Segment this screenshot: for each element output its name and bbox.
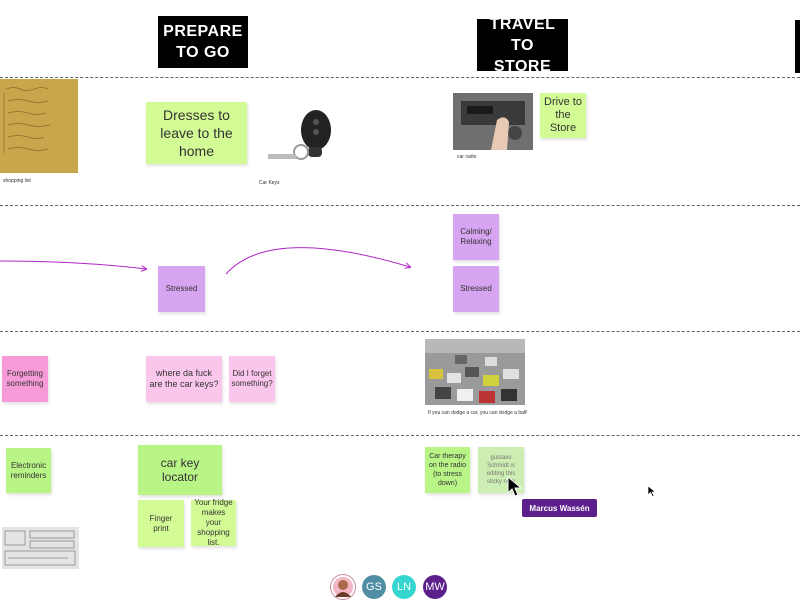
row-divider	[0, 331, 800, 332]
emotion-curve[interactable]	[0, 225, 420, 285]
handwriting-sketch	[3, 87, 51, 153]
car-radio-image[interactable]	[453, 93, 533, 150]
caption-traffic: If you can dodge a car, you can dodge a …	[428, 410, 528, 416]
sticky-forgetting[interactable]: Forgetting something	[2, 356, 48, 402]
collaborator-cursor-label: Marcus Wassén	[522, 499, 597, 517]
sticky-car-therapy[interactable]: Car therapy on the radio (to stress down…	[425, 447, 470, 493]
sticky-electronic-reminders[interactable]: Electronic reminders	[6, 448, 51, 493]
sticky-where-keys[interactable]: where da fuck are the car keys?	[146, 356, 222, 402]
car-keys-image[interactable]	[263, 105, 338, 175]
row-divider	[0, 435, 800, 436]
avatar-gs[interactable]: GS	[362, 575, 386, 599]
avatar-user-photo[interactable]	[331, 575, 355, 599]
header-next-column[interactable]	[795, 20, 800, 73]
caption-car-keys: Car Keys	[259, 180, 280, 186]
header-prepare-to-go[interactable]: PREPARE TO GO	[158, 16, 248, 68]
sticky-fridge[interactable]: Your fridge makes your shopping list.	[191, 498, 236, 547]
sticky-dresses[interactable]: Dresses to leave to the home	[146, 102, 247, 164]
traffic-image[interactable]	[425, 339, 525, 405]
row-divider	[0, 77, 800, 78]
caption-car-radio: car radio	[457, 154, 477, 160]
sticky-stressed-1[interactable]: Stressed	[158, 266, 205, 312]
sticky-did-i-forget[interactable]: Did I forget something?	[229, 356, 275, 402]
traffic-photo	[425, 339, 525, 405]
user-portrait-icon	[335, 580, 351, 597]
caption-shopping-list: shopping list	[3, 178, 31, 184]
sticky-stressed-2[interactable]: Stressed	[453, 266, 499, 312]
mouse-pointer-icon	[647, 485, 657, 497]
avatar-mw[interactable]: MW	[423, 575, 447, 599]
row-divider	[0, 205, 800, 206]
car-key-icon	[268, 110, 331, 160]
avatar-ln[interactable]: LN	[392, 575, 416, 599]
sticky-car-key-locator[interactable]: car key locator	[138, 445, 222, 495]
car-radio-photo	[453, 93, 533, 150]
sticky-calming[interactable]: Calming/ Relaxing	[453, 214, 499, 260]
wireframe-image[interactable]	[2, 527, 79, 569]
collaborator-cursor-icon	[507, 476, 523, 497]
shopping-list-image[interactable]	[0, 79, 78, 173]
sticky-drive-to-store[interactable]: Drive to the Store	[540, 93, 586, 138]
header-travel-to-store[interactable]: TRAVEL TO STORE	[477, 16, 568, 75]
wireframe-sketch	[4, 530, 76, 566]
sticky-finger-print[interactable]: Finger print	[138, 500, 184, 547]
